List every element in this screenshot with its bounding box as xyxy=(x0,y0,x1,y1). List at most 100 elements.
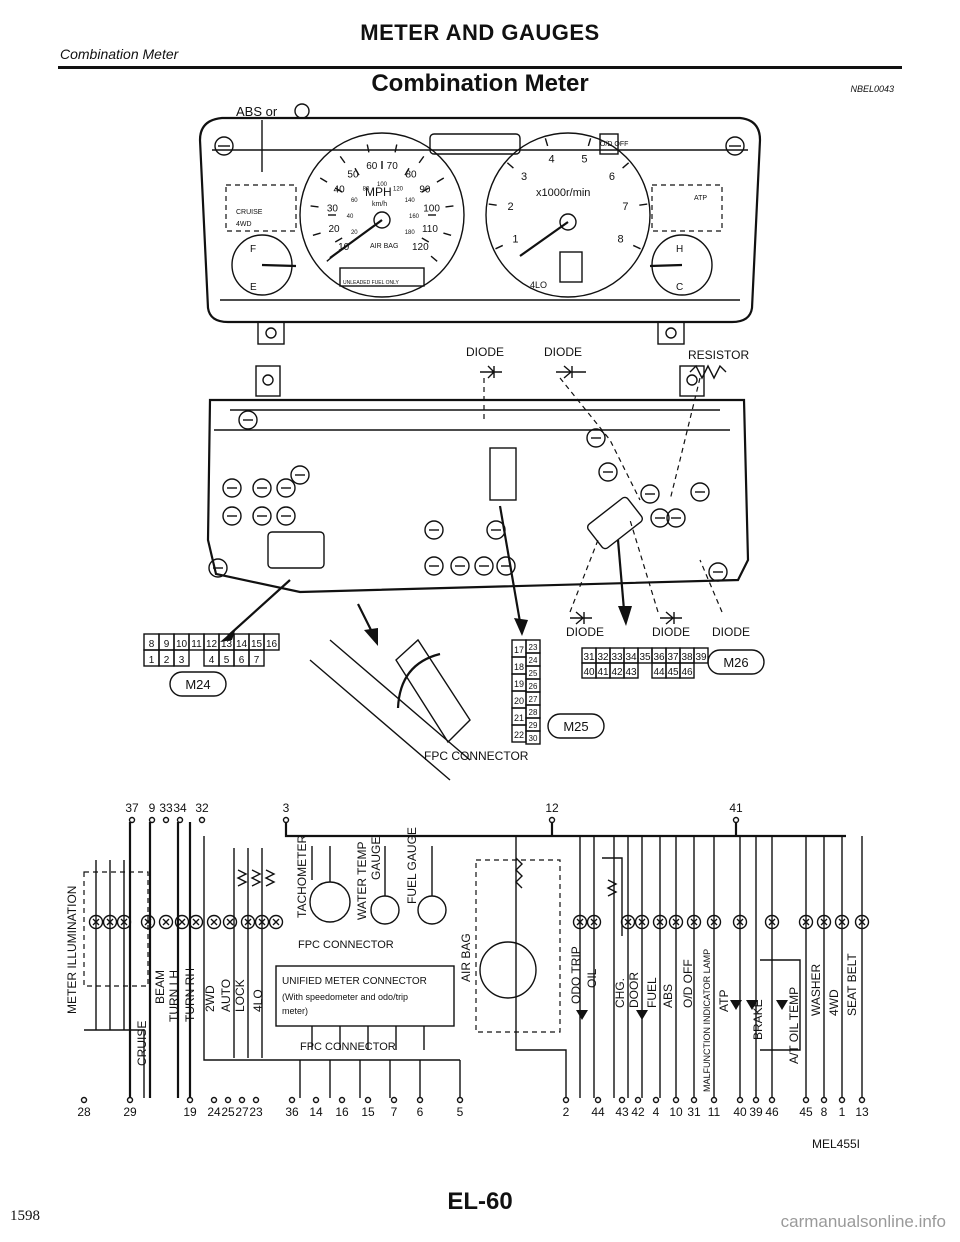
bulb-socket xyxy=(276,506,296,526)
dial-tick xyxy=(421,187,430,193)
dial-tick xyxy=(488,203,497,206)
top-pin-terminal xyxy=(176,816,184,824)
m25-pin: 25 xyxy=(529,669,538,678)
dial-tick xyxy=(339,155,346,164)
bottom-pin-number: 39 xyxy=(749,1105,763,1119)
connector-cell xyxy=(263,633,280,651)
4wd-lamp-label: 4WD xyxy=(236,221,252,228)
bottom-pin-terminal xyxy=(634,1096,642,1104)
top-pin-number: 37 xyxy=(125,801,139,815)
dial-tick xyxy=(443,232,452,236)
bottom-pin-terminal xyxy=(736,1096,744,1104)
diode-label-5: DIODE xyxy=(712,625,750,639)
top-pin-terminal xyxy=(162,816,170,824)
bulb-socket xyxy=(276,478,296,498)
fpc-connector-top-label: FPC CONNECTOR xyxy=(298,939,394,951)
top-pin-terminal xyxy=(282,816,290,824)
schematic-label-mil: MALFUNCTION INDICATOR LAMP xyxy=(702,949,712,1092)
diode-label-2: DIODE xyxy=(544,345,582,359)
bottom-pin-number: 11 xyxy=(708,1105,721,1119)
schematic-label-seatbelt: SEAT BELT xyxy=(845,953,859,1016)
resistor-label: RESISTOR xyxy=(688,348,749,362)
speedometer-kmh-number: 160 xyxy=(409,214,420,220)
bottom-pin-number: 15 xyxy=(361,1105,375,1119)
fuel-note: UNLEADED FUEL ONLY xyxy=(343,280,400,286)
lamp-filament xyxy=(92,918,100,926)
dial-tick xyxy=(445,205,454,208)
top-pin-number: 34 xyxy=(173,801,187,815)
bottom-pin-number: 19 xyxy=(183,1105,197,1119)
bottom-pin-terminal xyxy=(252,1096,260,1104)
bottom-pin-terminal xyxy=(858,1096,866,1104)
schematic-label-chg: CHG. xyxy=(613,978,627,1008)
schematic-label-turn_lh: TURN LH xyxy=(167,970,181,1022)
section-label: Combination Meter xyxy=(60,46,179,62)
bottom-pin-terminal xyxy=(390,1096,398,1104)
lamp-filament xyxy=(178,918,186,926)
m25-pin: 27 xyxy=(529,695,538,704)
bottom-pin-number: 6 xyxy=(417,1105,424,1119)
speedometer-mph-number: 70 xyxy=(387,161,399,172)
unified-meter-connector-box xyxy=(275,965,455,1027)
bulb-socket xyxy=(290,465,310,485)
schematic-label-auto: AUTO xyxy=(219,979,233,1012)
top-pin-terminal xyxy=(732,816,740,824)
speedometer-dial xyxy=(299,132,465,298)
bottom-pin-number: 28 xyxy=(77,1105,91,1119)
m24-pin: 16 xyxy=(266,639,278,650)
m25-pin: 21 xyxy=(514,713,524,723)
m24-pin: 15 xyxy=(251,639,263,650)
speedometer-sub-unit: km/h xyxy=(372,201,387,208)
tachometer-number: 5 xyxy=(581,153,587,165)
air-bag-lamp-label: AIR BAG xyxy=(370,243,398,250)
m26-pin: 45 xyxy=(667,667,679,678)
bulb-socket xyxy=(238,410,258,430)
fpc-connector-label: FPC CONNECTOR xyxy=(424,749,529,763)
bottom-pin-terminal xyxy=(210,1096,218,1104)
bottom-pin-number: 1 xyxy=(839,1105,846,1119)
top-pin-number: 32 xyxy=(195,801,209,815)
m24-pin: 4 xyxy=(209,655,215,666)
schematic-label-oil: OIL xyxy=(585,968,599,988)
dial-tick xyxy=(404,167,410,176)
m26-pin: 44 xyxy=(653,667,665,678)
od-off-lamp-label: O/D OFF xyxy=(600,141,628,148)
bottom-pin-terminal xyxy=(562,1096,570,1104)
air-bag-module xyxy=(475,859,561,1033)
m26-pin: 33 xyxy=(611,652,623,663)
bottom-pin-terminal xyxy=(238,1096,246,1104)
bottom-pin-number: 2 xyxy=(563,1105,570,1119)
bulb-socket xyxy=(690,482,710,502)
speedometer-mph-number: 80 xyxy=(405,169,417,180)
bottom-pin-terminal xyxy=(312,1096,320,1104)
speedometer-mph-number: 20 xyxy=(328,224,340,235)
top-pin-terminal xyxy=(148,816,156,824)
dial-tick xyxy=(418,155,425,164)
diode-label-1: DIODE xyxy=(466,345,504,359)
bottom-pin-terminal xyxy=(838,1096,846,1104)
bottom-pin-number: 44 xyxy=(591,1105,605,1119)
dial-tick xyxy=(310,205,319,208)
speedometer-kmh-number: 180 xyxy=(405,230,416,236)
schematic-label-twowd: 2WD xyxy=(203,985,217,1012)
page-title: METER AND GAUGES xyxy=(360,20,600,45)
dial-tick xyxy=(632,244,641,250)
schematic-label-atp: ATP xyxy=(717,990,731,1012)
bottom-pin-number: 7 xyxy=(391,1105,398,1119)
atp-lamp-label: ATP xyxy=(694,195,707,202)
bulb-socket xyxy=(708,562,728,582)
lamp-filament xyxy=(244,918,252,926)
temp-cold-label: C xyxy=(676,282,683,293)
m24-pin: 13 xyxy=(221,639,233,650)
lamp-symbol xyxy=(240,914,256,930)
connector-cell xyxy=(248,649,265,667)
bottom-pin-terminal xyxy=(768,1096,776,1104)
dial-tick xyxy=(587,138,592,147)
tachometer-number: 4 xyxy=(549,153,555,165)
m24-pin: 10 xyxy=(176,639,188,650)
dial-tick xyxy=(544,138,549,147)
schematic-label-fourwd: 4WD xyxy=(827,989,841,1016)
bottom-pin-number: 24 xyxy=(207,1105,221,1119)
